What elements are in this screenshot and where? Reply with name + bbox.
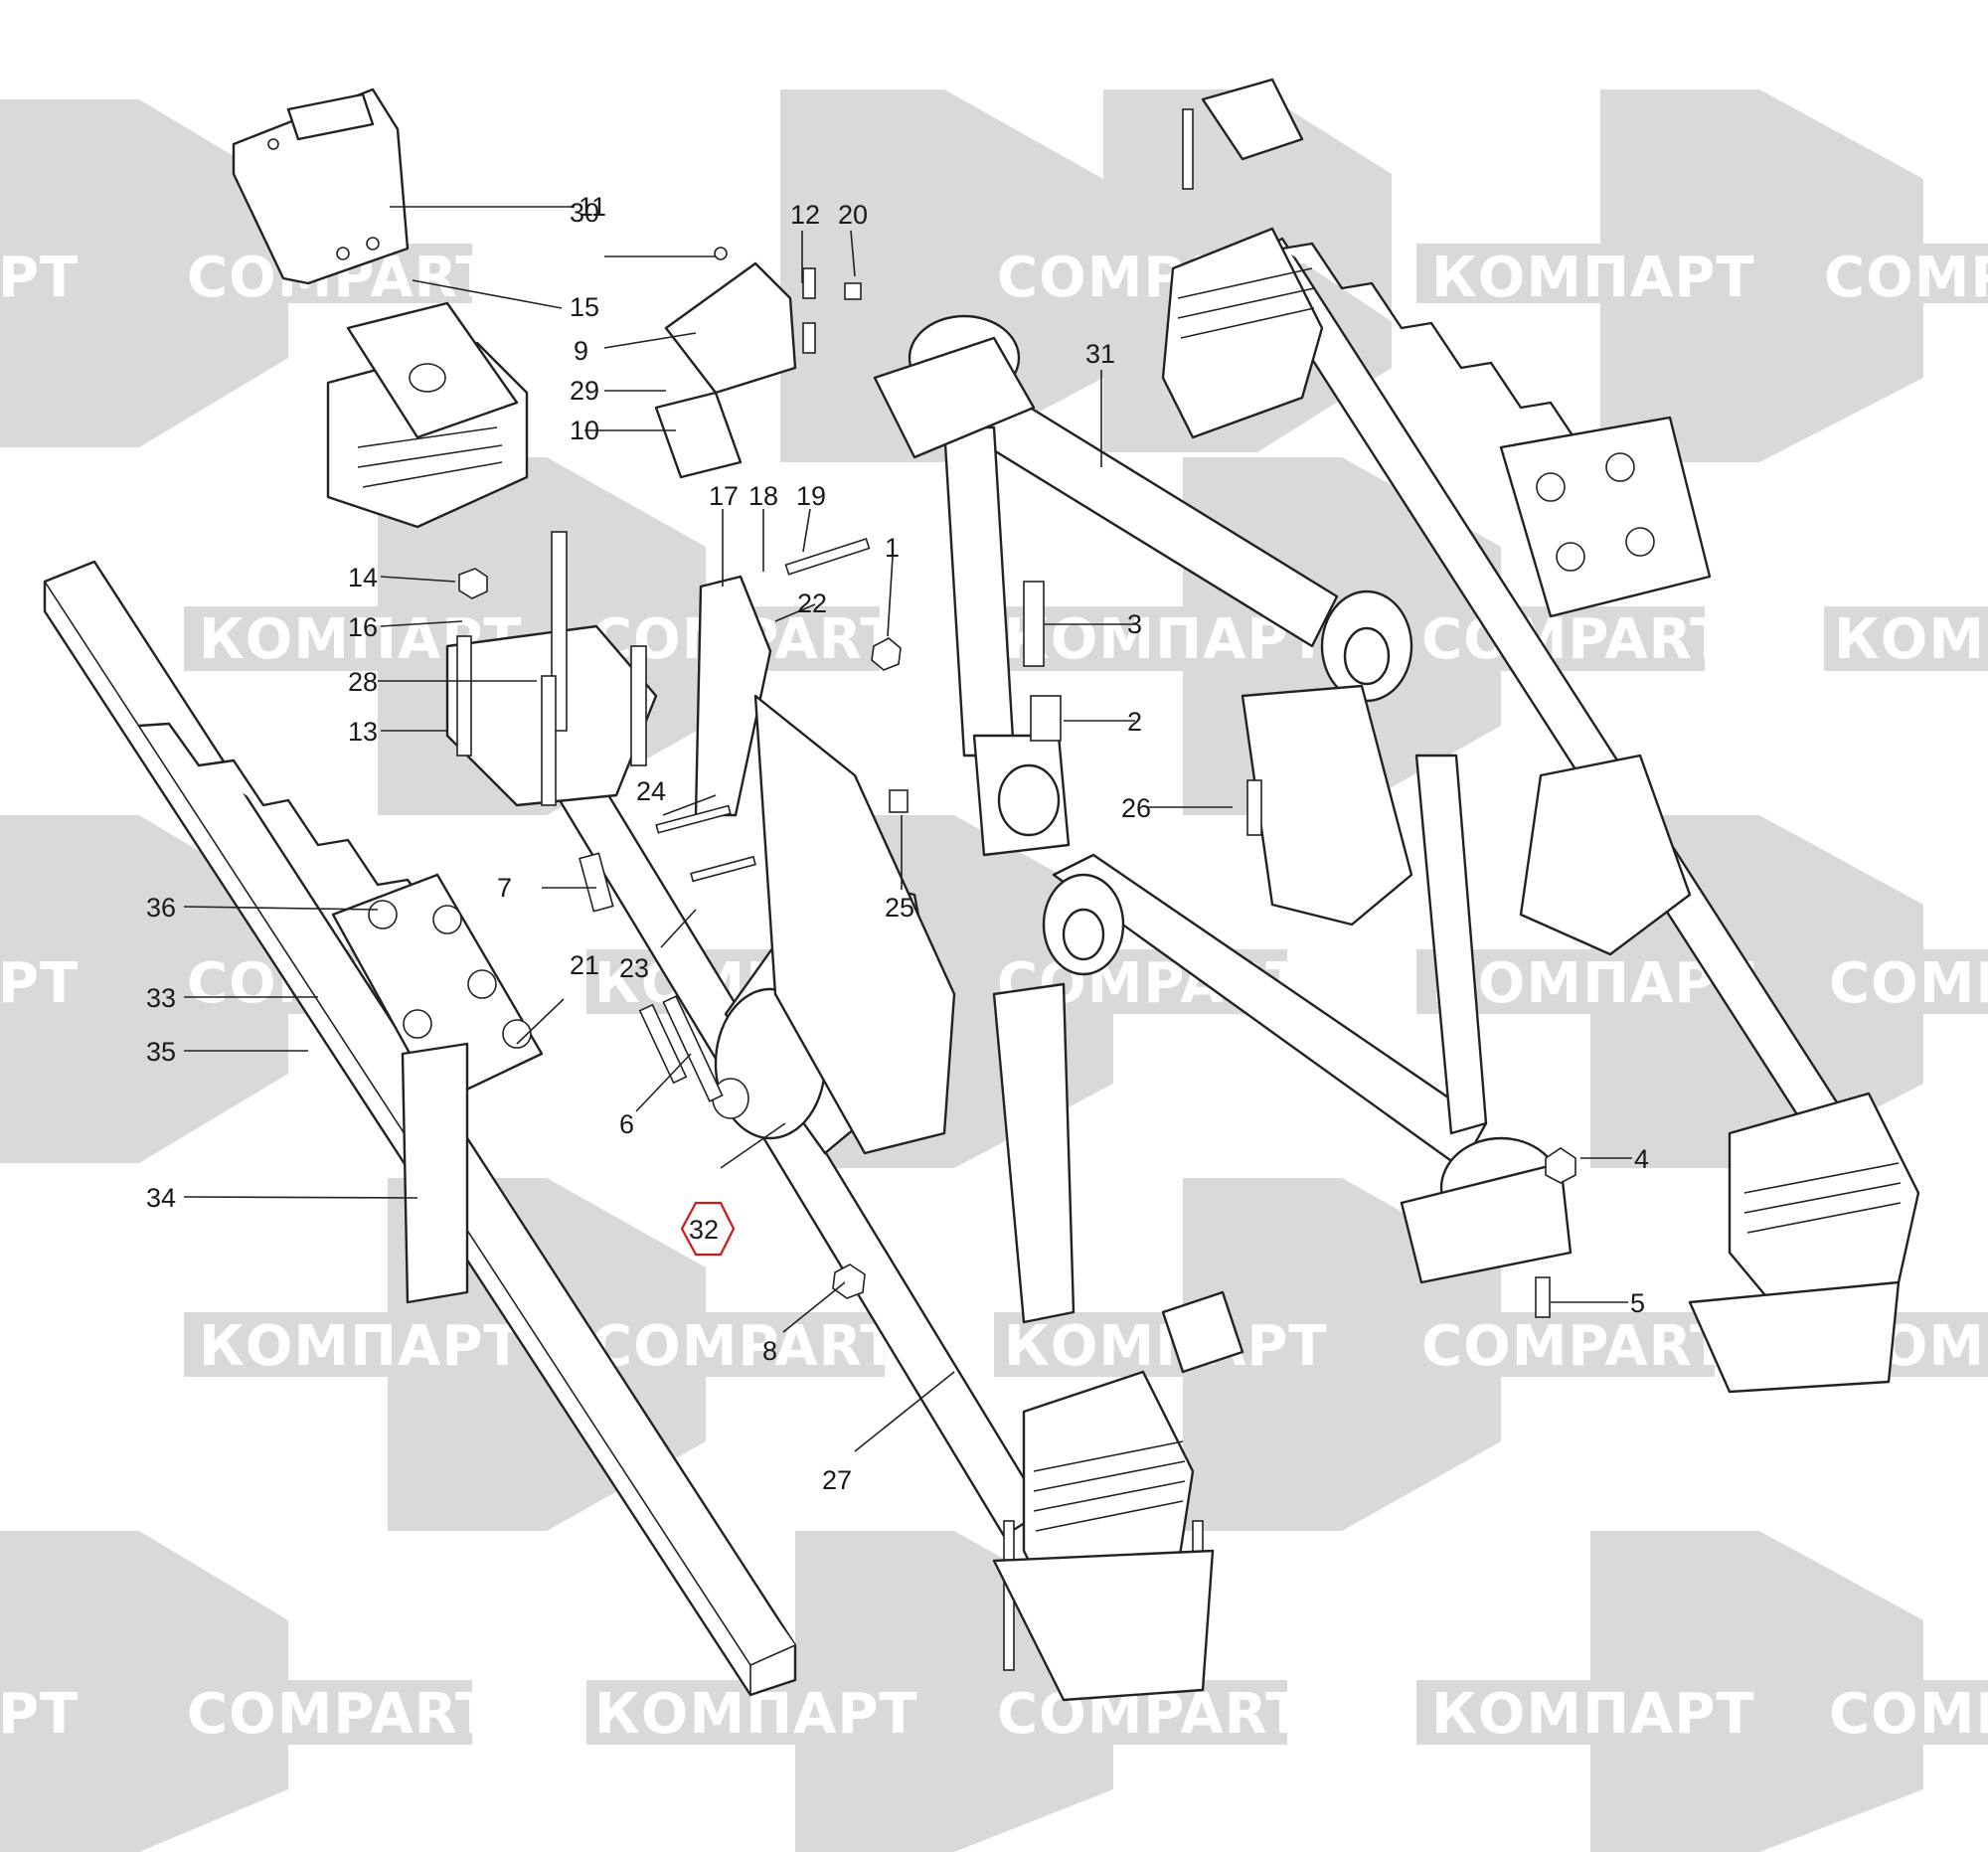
callout-6: 6 (619, 1109, 634, 1139)
callout-28: 28 (348, 667, 378, 697)
callout-35: 35 (146, 1037, 176, 1067)
watermark-text: COMPART (591, 1314, 899, 1379)
callout-12: 12 (790, 200, 820, 230)
watermark-fragment: PT (0, 951, 79, 1016)
callout-20: 20 (838, 200, 868, 230)
air-spring-29 (326, 301, 529, 529)
watermark-text: COMPART (1421, 1314, 1729, 1379)
callout-7: 7 (497, 873, 512, 903)
leader-lines (183, 206, 1632, 1452)
callout-3: 3 (1127, 609, 1142, 639)
right-air-spring-top (1161, 78, 1324, 439)
parts-layer (43, 78, 1920, 1702)
callout-32: 32 (689, 1215, 719, 1245)
callout-21: 21 (570, 950, 599, 980)
spring-clamp-21 (331, 873, 544, 1304)
callout-29: 29 (570, 376, 599, 406)
callout-16: 16 (348, 612, 378, 642)
watermark-text: КОМПАРТ (199, 1314, 523, 1379)
right-block-middle (1241, 684, 1692, 956)
callout-26: 26 (1121, 793, 1151, 823)
watermark-text: КОМПАРТ (1431, 1682, 1755, 1747)
watermark-fragment: PT (0, 1682, 79, 1747)
callout-22: 22 (797, 589, 827, 618)
callout-23: 23 (619, 953, 649, 983)
watermark-text: COMPART (187, 1682, 494, 1747)
center-bracket (753, 694, 1076, 1324)
callout-15: 15 (570, 292, 599, 322)
watermark-fragment: COMPA (1829, 951, 1988, 1016)
right-clamp-upper (1499, 416, 1712, 618)
bracket-plate-30 (232, 87, 410, 285)
callout-24: 24 (636, 776, 666, 806)
callout-2: 2 (1127, 707, 1142, 737)
a-frame (873, 314, 1573, 1284)
callout-25: 25 (885, 893, 914, 923)
clamp-block-28 (445, 531, 658, 807)
watermark-fragment: COMPA (1824, 246, 1988, 310)
valve-bracket-9 (654, 247, 862, 479)
right-air-spring-bottom (1688, 1092, 1920, 1394)
watermark-text: КОМПАРТ (1431, 246, 1755, 310)
plate-17 (694, 575, 772, 817)
callout-27: 27 (822, 1465, 852, 1495)
callout-9: 9 (574, 336, 588, 366)
callout-33: 33 (146, 983, 176, 1013)
callout-19: 19 (796, 481, 826, 511)
callout-8: 8 (762, 1336, 777, 1366)
callout-34: 34 (146, 1183, 176, 1213)
callout-11: 11 (579, 192, 606, 222)
watermark-fragment: КОМП (1834, 607, 1988, 672)
callout-36: 36 (146, 893, 176, 923)
air-spring-bottom (992, 1290, 1244, 1702)
callout-30: 30 (570, 198, 599, 228)
callout-10: 10 (570, 416, 599, 445)
watermark-text: КОМПАРТ (1004, 1314, 1328, 1379)
callout-18: 18 (748, 481, 778, 511)
callout-31: 31 (1085, 339, 1115, 369)
callout-5: 5 (1630, 1288, 1645, 1318)
highlight-hexagon (680, 1201, 736, 1257)
callout-17: 17 (709, 481, 739, 511)
callout-14: 14 (348, 563, 378, 592)
callout-labels: 11 15 9 29 10 30 12 20 31 14 16 28 13 17… (146, 192, 1649, 1495)
callout-13: 13 (348, 717, 378, 747)
callout-4: 4 (1634, 1144, 1649, 1174)
watermark-fragment: COMPA (1829, 1682, 1988, 1747)
callout-1: 1 (885, 533, 900, 563)
hardware (579, 537, 1576, 1318)
callout-32-highlight[interactable]: 32 (680, 1201, 736, 1257)
watermark-fragment: PT (0, 246, 79, 310)
watermark-text: COMPART (1421, 607, 1729, 672)
